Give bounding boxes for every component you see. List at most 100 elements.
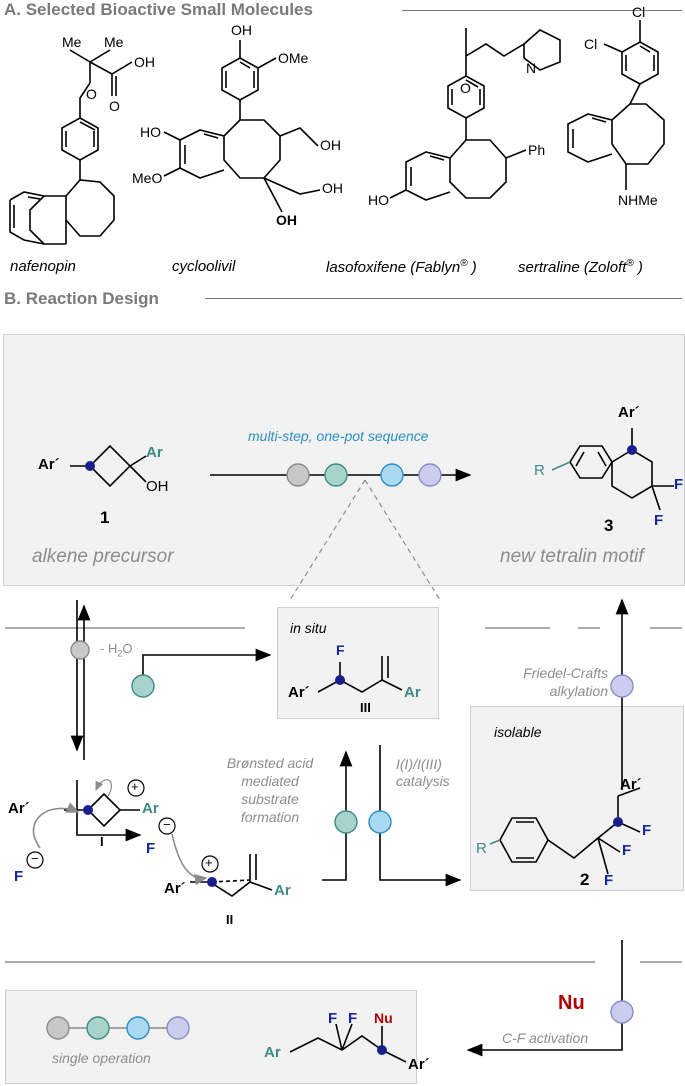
product-ar: Ar (264, 1044, 281, 1061)
compound2-structure (489, 787, 641, 875)
minus-water-sub: 2 (117, 648, 123, 659)
insitu-title: in situ (290, 620, 327, 636)
sertraline-name-text: sertraline (Zoloft (518, 259, 627, 276)
cycloolivil-oh-r1: OH (320, 137, 341, 153)
fluoride1-minus: − (31, 851, 39, 866)
cycloolivil-name: cycloolivil (172, 258, 236, 275)
cation2-number: II (226, 912, 234, 927)
cycloolivil-oh-top: OH (231, 22, 252, 38)
product-nu: Nu (374, 1010, 393, 1026)
bronsted-line-2: mediated (241, 773, 299, 789)
cation1-plus: + (131, 779, 139, 794)
nafenopin-structure (9, 49, 133, 245)
sequence-label: multi-step, one-pot sequence (248, 428, 429, 444)
compound2-number: 2 (580, 870, 590, 889)
catalysis-line-1: I(I)/I(III) (396, 756, 442, 772)
minus-water-end: O (122, 641, 133, 656)
cation2-ar: Ar (274, 882, 291, 899)
isolable-title: isolable (494, 724, 542, 740)
fluoride2-minus: − (163, 817, 171, 832)
compound2-r: R (476, 840, 487, 857)
fluoride1-f: F (14, 868, 24, 885)
sertraline-reg: ® (626, 258, 634, 269)
compound3-f1: F (674, 476, 684, 493)
compound3-caption: new tetralin motif (500, 546, 644, 567)
cycloolivil-structure (163, 40, 321, 213)
sertraline-structure (567, 20, 665, 190)
product-f2: F (348, 1010, 358, 1027)
product-structure (289, 1023, 407, 1063)
compound1-caption: alkene precursor (32, 546, 174, 567)
nafenopin-oh: OH (134, 54, 155, 70)
lasofoxifene-reg: ® (460, 258, 468, 269)
compound1-ar: Ar (146, 444, 163, 461)
fluoride2-f: F (146, 840, 156, 857)
sertraline-cl2: Cl (584, 36, 598, 52)
compound1-ar-prime: Ar´ (38, 456, 60, 473)
compound3-structure (551, 428, 674, 511)
cation1-ar: Ar (142, 800, 159, 817)
lasofoxifene-o: O (460, 80, 471, 96)
nafenopin-me2: Me (104, 34, 124, 50)
minus-water: - H2O (100, 641, 132, 659)
cation1-number: I (100, 834, 104, 849)
cycloolivil-oh-r2: OH (322, 180, 343, 196)
minus-water-text: - H (100, 641, 118, 656)
bronsted-text: Brønsted acid mediated substrate formati… (200, 754, 340, 826)
bronsted-line-3: substrate (241, 791, 299, 807)
compound1-structure (70, 444, 147, 488)
cycloolivil-ho: HO (140, 124, 161, 140)
cation1-structure (64, 792, 140, 828)
lasofoxifene-n: N (526, 60, 537, 76)
bronsted-line-1: Brønsted acid (226, 755, 314, 771)
compound2-f1: F (642, 822, 652, 839)
section-a-title: A. Selected Bioactive Small Molecules (4, 0, 313, 19)
product-f1: F (328, 1010, 338, 1027)
sertraline-nhme: NHMe (618, 192, 658, 208)
nu-reagent: Nu (558, 992, 585, 1014)
section-b-title: B. Reaction Design (4, 289, 159, 308)
compound3-f2: F (654, 512, 664, 529)
lasofoxifene-name: lasofoxifene (Fablyn® ) (326, 258, 477, 276)
compound2-ar-prime: Ar´ (620, 776, 642, 793)
section-a-rule (402, 10, 682, 11)
lasofoxifene-ho: HO (368, 192, 389, 208)
nafenopin-o1: O (86, 86, 97, 102)
bronsted-line-4: formation (240, 809, 300, 825)
friedel-text: Friedel-Crafts alkylation (498, 664, 608, 700)
cycloolivil-meo: MeO (132, 170, 163, 186)
nafenopin-o2: O (109, 98, 120, 114)
section-b-rule (205, 298, 682, 299)
cation1-ar-prime: Ar´ (8, 800, 30, 817)
compound3-number: 3 (604, 516, 614, 535)
cation2-plus: + (205, 855, 213, 870)
catalysis-line-2: catalysis (396, 773, 450, 789)
friedel-line-1: Friedel-Crafts (523, 665, 608, 681)
lasofoxifene-ph: Ph (528, 142, 546, 158)
friedel-line-2: alkylation (549, 683, 608, 699)
insitu-ar: Ar (404, 684, 421, 701)
cycloolivil-ome: OMe (278, 50, 309, 66)
nafenopin-me1: Me (62, 34, 82, 50)
legend-box (5, 990, 417, 1084)
isolable-box (470, 706, 684, 891)
insitu-box (277, 607, 439, 719)
compound3-r: R (534, 462, 545, 479)
sertraline-name: sertraline (Zoloft® ) (518, 258, 643, 276)
compound1-oh: OH (146, 478, 169, 495)
lasofoxifene-suffix: ) (467, 259, 477, 276)
product-ar-prime: Ar´ (408, 1056, 430, 1073)
lasofoxifene-structure (389, 28, 561, 201)
nafenopin-name: nafenopin (10, 258, 76, 275)
compound1-number: 1 (100, 508, 110, 527)
legend-caption: single operation (52, 1050, 151, 1066)
compound3-ar-prime: Ar´ (618, 404, 640, 421)
catalysis-text: I(I)/I(III) catalysis (396, 756, 450, 790)
lasofoxifene-name-text: lasofoxifene (Fablyn (326, 259, 461, 276)
sertraline-cl1: Cl (632, 4, 646, 20)
insitu-f: F (336, 642, 345, 658)
insitu-structure (317, 656, 403, 693)
sertraline-suffix: ) (633, 259, 643, 276)
compound2-f2: F (622, 842, 632, 859)
